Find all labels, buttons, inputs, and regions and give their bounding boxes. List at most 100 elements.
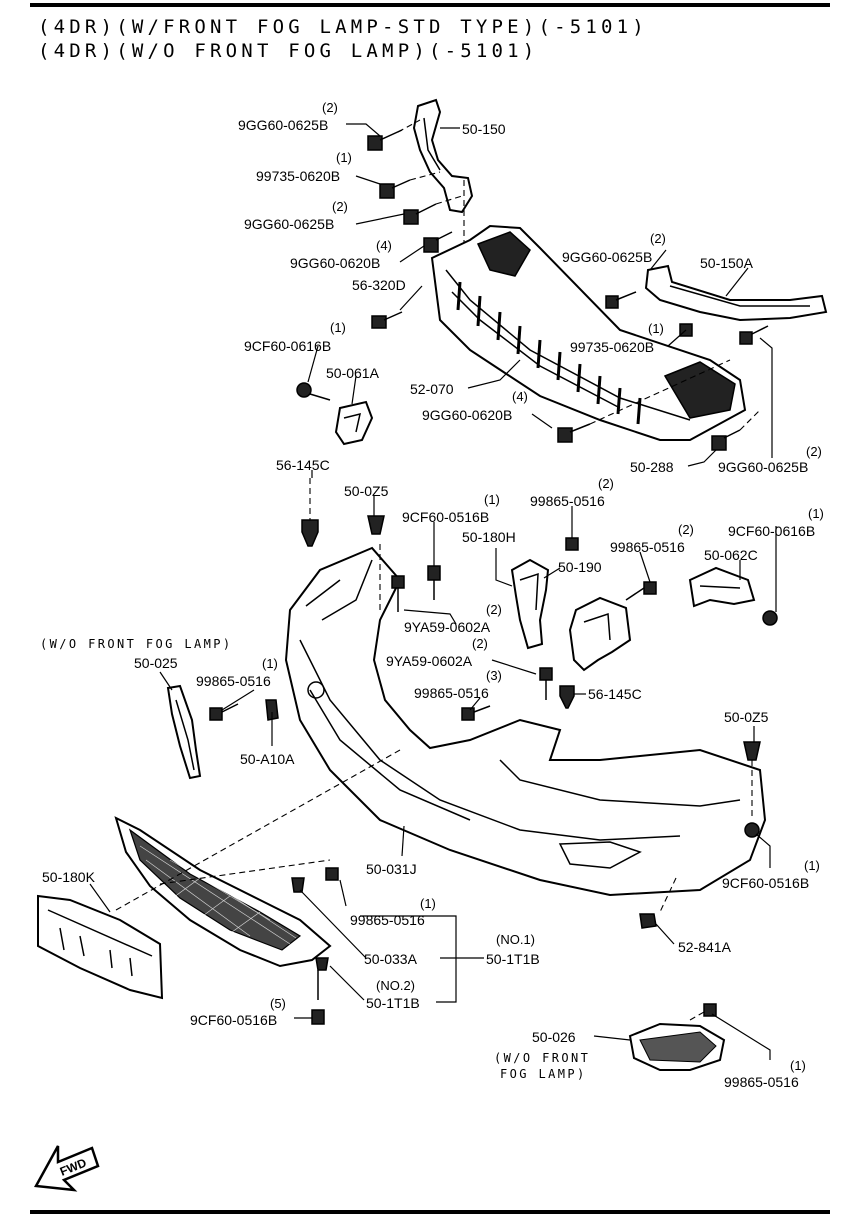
callout-l37: 50-033A bbox=[364, 951, 418, 967]
svg-text:56-145C: 56-145C bbox=[276, 457, 330, 473]
callout-l38: (NO.1) 50-1T1B bbox=[486, 932, 540, 967]
svg-text:(2): (2) bbox=[650, 231, 666, 246]
svg-text:50-0Z5: 50-0Z5 bbox=[344, 483, 389, 499]
note-wo-fog-left: (W/O FRONT FOG LAMP) bbox=[40, 637, 233, 651]
callout-l11: 50-061A bbox=[326, 365, 380, 381]
svg-text:9CF60-0616B: 9CF60-0616B bbox=[244, 338, 331, 354]
bracket-50-150[interactable] bbox=[412, 98, 474, 214]
callout-l35: (1) 9CF60-0516B bbox=[722, 858, 820, 891]
screw-9ya59-a bbox=[391, 575, 405, 612]
screw-025 bbox=[209, 703, 239, 721]
svg-text:(2): (2) bbox=[486, 602, 502, 617]
grille-50-033A[interactable] bbox=[114, 816, 332, 968]
svg-text:(3): (3) bbox=[486, 668, 502, 683]
callout-l40: (NO.2) 50-1T1B bbox=[366, 978, 420, 1011]
bolt-upper-2 bbox=[379, 179, 411, 199]
bracket-50-190[interactable] bbox=[568, 596, 632, 672]
callout-l10: (1) 99735-0620B bbox=[570, 321, 664, 355]
svg-text:50-288: 50-288 bbox=[630, 459, 674, 475]
callout-l43: (1) 99865-0516 bbox=[724, 1058, 806, 1090]
license-bracket-50-180K[interactable] bbox=[37, 894, 164, 1000]
svg-text:50-150: 50-150 bbox=[462, 121, 506, 137]
screw-190 bbox=[625, 581, 657, 601]
clip-50-A10A bbox=[265, 699, 279, 721]
callout-l29: (3) 99865-0516 bbox=[414, 668, 502, 701]
screw-9cf60-0516b-a bbox=[427, 565, 441, 600]
svg-text:(1): (1) bbox=[648, 321, 664, 336]
svg-text:(W/O FRONT FOG LAMP): (W/O FRONT FOG LAMP) bbox=[40, 637, 233, 651]
header-line-1: (4DR)(W/FRONT FOG LAMP-STD TYPE)(-5101) bbox=[38, 16, 648, 38]
screw-062c bbox=[762, 610, 778, 626]
callout-l7: (2) 9GG60-0625B bbox=[562, 231, 666, 265]
bolt-upper-4 bbox=[423, 231, 453, 253]
clip-50-0Z5-left bbox=[367, 515, 385, 535]
bolt-upper-1 bbox=[367, 129, 403, 151]
svg-text:99865-0516: 99865-0516 bbox=[610, 539, 685, 555]
callout-l27: (1) 99865-0516 bbox=[196, 656, 278, 689]
svg-text:99865-0516: 99865-0516 bbox=[350, 912, 425, 928]
callout-l9: (1) 9CF60-0616B bbox=[244, 320, 346, 354]
callout-l13: (4) 9GG60-0620B bbox=[422, 389, 528, 423]
svg-text:50-180H: 50-180H bbox=[462, 529, 516, 545]
svg-text:(2): (2) bbox=[472, 636, 488, 651]
callout-l33: 50-031J bbox=[366, 861, 417, 877]
bracket-50-180H[interactable] bbox=[510, 558, 550, 650]
note-wo-fog-right: (W/O FRONT FOG LAMP) bbox=[494, 1051, 590, 1081]
svg-text:50-180K: 50-180K bbox=[42, 869, 96, 885]
callout-l26: 50-025 bbox=[134, 655, 178, 671]
svg-text:50-A10A: 50-A10A bbox=[240, 751, 295, 767]
callout-l31: 50-A10A bbox=[240, 751, 295, 767]
pushpin-56-145C-upper bbox=[301, 519, 319, 547]
screw-026 bbox=[703, 1003, 717, 1017]
svg-text:(NO.2): (NO.2) bbox=[376, 978, 415, 993]
svg-text:(1): (1) bbox=[420, 896, 436, 911]
fwd-arrow-icon: FWD bbox=[33, 1145, 100, 1192]
callout-l25: (2) 9YA59-0602A bbox=[404, 602, 502, 635]
svg-text:9CF60-0516B: 9CF60-0516B bbox=[722, 875, 809, 891]
callout-l32: 50-0Z5 bbox=[724, 709, 769, 725]
svg-text:50-0Z5: 50-0Z5 bbox=[724, 709, 769, 725]
callout-l6: 56-320D bbox=[352, 277, 406, 293]
svg-text:(2): (2) bbox=[332, 199, 348, 214]
callout-l20: (1) 9CF60-0616B bbox=[728, 506, 824, 539]
callout-l12: 52-070 bbox=[410, 381, 454, 397]
svg-text:50-025: 50-025 bbox=[134, 655, 178, 671]
bolt-lower-2 bbox=[711, 429, 741, 451]
callout-l15: (2) 9GG60-0625B bbox=[718, 444, 822, 475]
svg-text:50-031J: 50-031J bbox=[366, 861, 417, 877]
svg-text:(1): (1) bbox=[484, 492, 500, 507]
svg-text:99865-0516: 99865-0516 bbox=[196, 673, 271, 689]
callout-l8: 50-150A bbox=[700, 255, 754, 271]
bracket-50-062C[interactable] bbox=[688, 566, 756, 608]
svg-text:99865-0516: 99865-0516 bbox=[724, 1074, 799, 1090]
svg-text:FOG LAMP): FOG LAMP) bbox=[500, 1067, 587, 1081]
bracket-50-025[interactable] bbox=[166, 684, 202, 780]
svg-text:99735-0620B: 99735-0620B bbox=[256, 168, 340, 184]
bolt-upper-3 bbox=[403, 203, 437, 225]
reinforcement-52-070[interactable] bbox=[430, 224, 747, 441]
screw-right-side bbox=[744, 822, 760, 838]
callout-l21: 50-180H bbox=[462, 529, 516, 545]
svg-text:50-061A: 50-061A bbox=[326, 365, 380, 381]
svg-text:52-070: 52-070 bbox=[410, 381, 454, 397]
svg-text:99735-0620B: 99735-0620B bbox=[570, 339, 654, 355]
clip-1t1b-no2 bbox=[315, 957, 329, 971]
callout-l18: (1) 9CF60-0516B bbox=[402, 492, 500, 525]
callout-l42: 50-026 bbox=[532, 1029, 576, 1045]
front-bumper-50-031J[interactable] bbox=[284, 546, 767, 897]
fog-cover-50-026[interactable] bbox=[628, 1022, 726, 1071]
bracket-50-061A[interactable] bbox=[334, 400, 374, 446]
svg-text:(4): (4) bbox=[376, 238, 392, 253]
callout-l24: 50-062C bbox=[704, 547, 758, 563]
svg-text:(W/O FRONT: (W/O FRONT bbox=[494, 1051, 590, 1065]
svg-text:50-1T1B: 50-1T1B bbox=[366, 995, 420, 1011]
bolt-150a-1 bbox=[605, 291, 637, 309]
svg-text:(1): (1) bbox=[262, 656, 278, 671]
svg-text:9CF60-0516B: 9CF60-0516B bbox=[402, 509, 489, 525]
svg-text:50-190: 50-190 bbox=[558, 559, 602, 575]
svg-text:(1): (1) bbox=[790, 1058, 806, 1073]
clip-56-320D bbox=[371, 311, 403, 329]
bracket-50-150A[interactable] bbox=[644, 264, 828, 322]
svg-text:9GG60-0625B: 9GG60-0625B bbox=[562, 249, 652, 265]
